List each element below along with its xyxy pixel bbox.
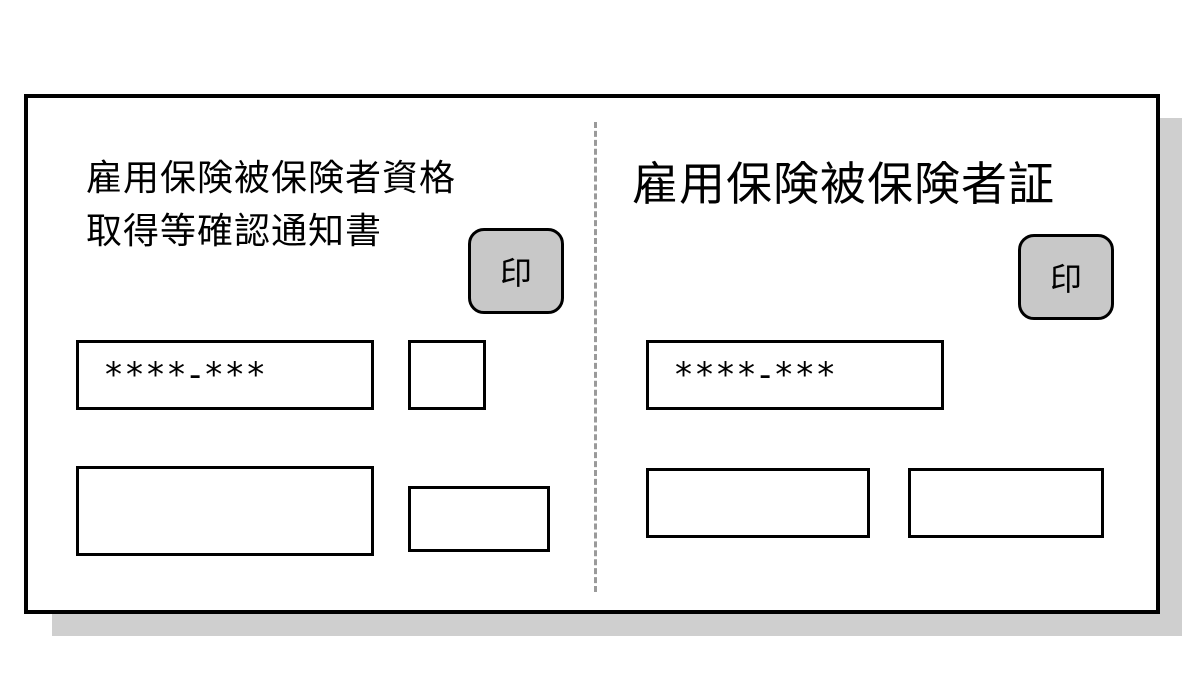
notice-insured-number: ****-*** bbox=[105, 355, 269, 395]
perforation-line bbox=[594, 122, 597, 592]
notice-title-line1: 雇用保険被保険者資格 bbox=[86, 158, 457, 199]
certificate-title: 雇用保険被保険者証 bbox=[632, 157, 1055, 211]
certificate-insured-number-field: ****-*** bbox=[646, 340, 944, 410]
certificate-insured-number: ****-*** bbox=[675, 355, 839, 395]
notice-seal-label: 印 bbox=[499, 254, 532, 292]
notice-title-line2: 取得等確認通知書 bbox=[86, 211, 383, 252]
notice-insured-number-field: ****-*** bbox=[76, 340, 374, 410]
certificate-seal-stamp: 印 bbox=[1018, 234, 1114, 320]
certificate-name-field bbox=[646, 468, 870, 538]
notice-name-field bbox=[76, 466, 374, 556]
notice-check-digit-field bbox=[408, 340, 486, 410]
notice-title: 雇用保険被保険者資格 取得等確認通知書 bbox=[86, 152, 566, 258]
insurance-card: 雇用保険被保険者資格 取得等確認通知書 印 ****-*** 雇用保険被保険者証… bbox=[24, 94, 1160, 614]
notice-seal-stamp: 印 bbox=[468, 228, 564, 314]
notice-date-field bbox=[408, 486, 550, 552]
certificate-seal-label: 印 bbox=[1049, 260, 1082, 298]
certificate-date-field bbox=[908, 468, 1104, 538]
